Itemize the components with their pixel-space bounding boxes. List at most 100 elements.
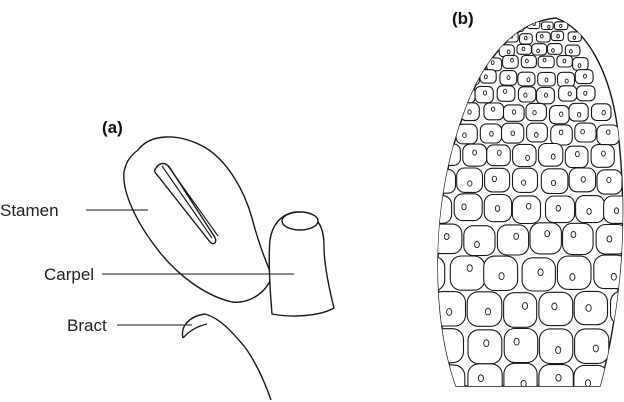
cell-grid: [412, 21, 624, 400]
cell-nucleus: [491, 61, 494, 65]
cone-cell: [513, 144, 537, 166]
stamen-label: Stamen: [0, 201, 59, 220]
cell-nucleus: [584, 74, 587, 78]
cone-cell: [557, 256, 591, 289]
cone-cell: [468, 364, 502, 399]
cell-nucleus: [477, 61, 480, 65]
cell-nucleus: [490, 46, 493, 50]
cone-cell: [518, 72, 535, 86]
cell-nucleus: [514, 233, 519, 239]
panel-b-label: (b): [452, 9, 474, 28]
cell-nucleus: [525, 36, 528, 39]
bract-shape: [182, 314, 271, 400]
cell-nucleus: [467, 265, 472, 272]
cell-nucleus: [524, 93, 527, 97]
cell-nucleus: [552, 49, 555, 53]
cell-nucleus: [537, 49, 540, 53]
cone-cell: [450, 256, 485, 290]
cell-nucleus: [511, 59, 514, 63]
cone-cell: [530, 223, 561, 254]
cell-nucleus: [565, 79, 568, 83]
cell-nucleus: [570, 274, 575, 281]
panel-a-label: (a): [102, 118, 123, 137]
cone-cell: [483, 44, 497, 54]
cell-nucleus: [538, 269, 543, 276]
cone-cell: [497, 225, 528, 255]
bract-label: Bract: [67, 316, 107, 335]
cone-cell: [610, 364, 624, 399]
stamen-shape: [124, 137, 272, 302]
cone-cell: [504, 329, 538, 363]
cell-nucleus: [527, 78, 530, 82]
cell-nucleus: [483, 91, 486, 95]
cell-nucleus: [556, 374, 561, 381]
cone-cell: [539, 365, 573, 398]
cell-nucleus: [573, 36, 576, 39]
cone-cell: [464, 226, 495, 256]
cell-nucleus: [548, 25, 550, 28]
cone-cell: [470, 56, 485, 68]
cell-nucleus: [533, 111, 536, 115]
cell-nucleus: [442, 374, 447, 381]
cell-nucleus: [485, 308, 490, 315]
cell-nucleus: [468, 110, 471, 114]
cone-cell: [457, 88, 475, 103]
cone-cell: [511, 23, 524, 31]
cell-nucleus: [602, 151, 606, 156]
cone-cell: [467, 292, 502, 327]
cell-nucleus: [432, 206, 436, 212]
cone-cell: [539, 144, 563, 167]
cell-nucleus: [503, 25, 505, 28]
cone-cell: [559, 86, 577, 101]
cell-nucleus: [587, 209, 591, 215]
cone-cell: [485, 168, 510, 192]
cell-nucleus: [607, 130, 611, 135]
cone-cell: [611, 330, 624, 364]
cone-cell: [504, 293, 537, 328]
cell-nucleus: [545, 231, 550, 237]
cell-nucleus: [571, 231, 576, 237]
cone-cell: [575, 329, 609, 364]
cone-cell: [437, 144, 461, 165]
cell-nucleus: [516, 26, 518, 29]
cone-cell: [604, 196, 624, 223]
cell-nucleus: [526, 59, 529, 63]
cell-nucleus: [541, 35, 544, 38]
carpel-stigma: [282, 212, 318, 230]
cone-cell: [504, 363, 537, 398]
carpel-label: Carpel: [44, 265, 94, 284]
cell-nucleus: [544, 93, 547, 97]
cone-cell: [430, 329, 464, 363]
cell-nucleus: [543, 58, 546, 62]
cone-cell: [424, 196, 452, 224]
cell-nucleus: [563, 59, 566, 63]
cell-nucleus: [581, 129, 585, 134]
cell-nucleus: [560, 24, 562, 27]
cell-nucleus: [551, 180, 555, 185]
cone-cell: [521, 56, 536, 68]
cell-nucleus: [512, 110, 515, 114]
cell-nucleus: [495, 35, 498, 38]
cell-nucleus: [462, 204, 466, 210]
cell-nucleus: [568, 92, 571, 96]
cell-nucleus: [514, 338, 519, 345]
cell-nucleus: [611, 273, 616, 280]
cell-nucleus: [527, 203, 531, 209]
cell-nucleus: [556, 206, 560, 212]
cone-cell: [538, 56, 554, 67]
cell-nucleus: [499, 273, 504, 280]
cone-cell: [548, 44, 563, 55]
cell-nucleus: [504, 89, 507, 93]
cone-cell: [539, 329, 572, 364]
cone-cell: [491, 32, 504, 43]
cell-nucleus: [559, 130, 563, 135]
cell-nucleus: [428, 272, 433, 279]
cell-nucleus: [511, 131, 515, 136]
cell-nucleus: [576, 152, 580, 157]
cone-cell: [412, 257, 445, 291]
cell-nucleus: [607, 177, 611, 182]
cell-nucleus: [475, 242, 480, 248]
cone-cell: [487, 58, 502, 71]
cell-nucleus: [522, 180, 526, 185]
cell-nucleus: [522, 303, 527, 310]
